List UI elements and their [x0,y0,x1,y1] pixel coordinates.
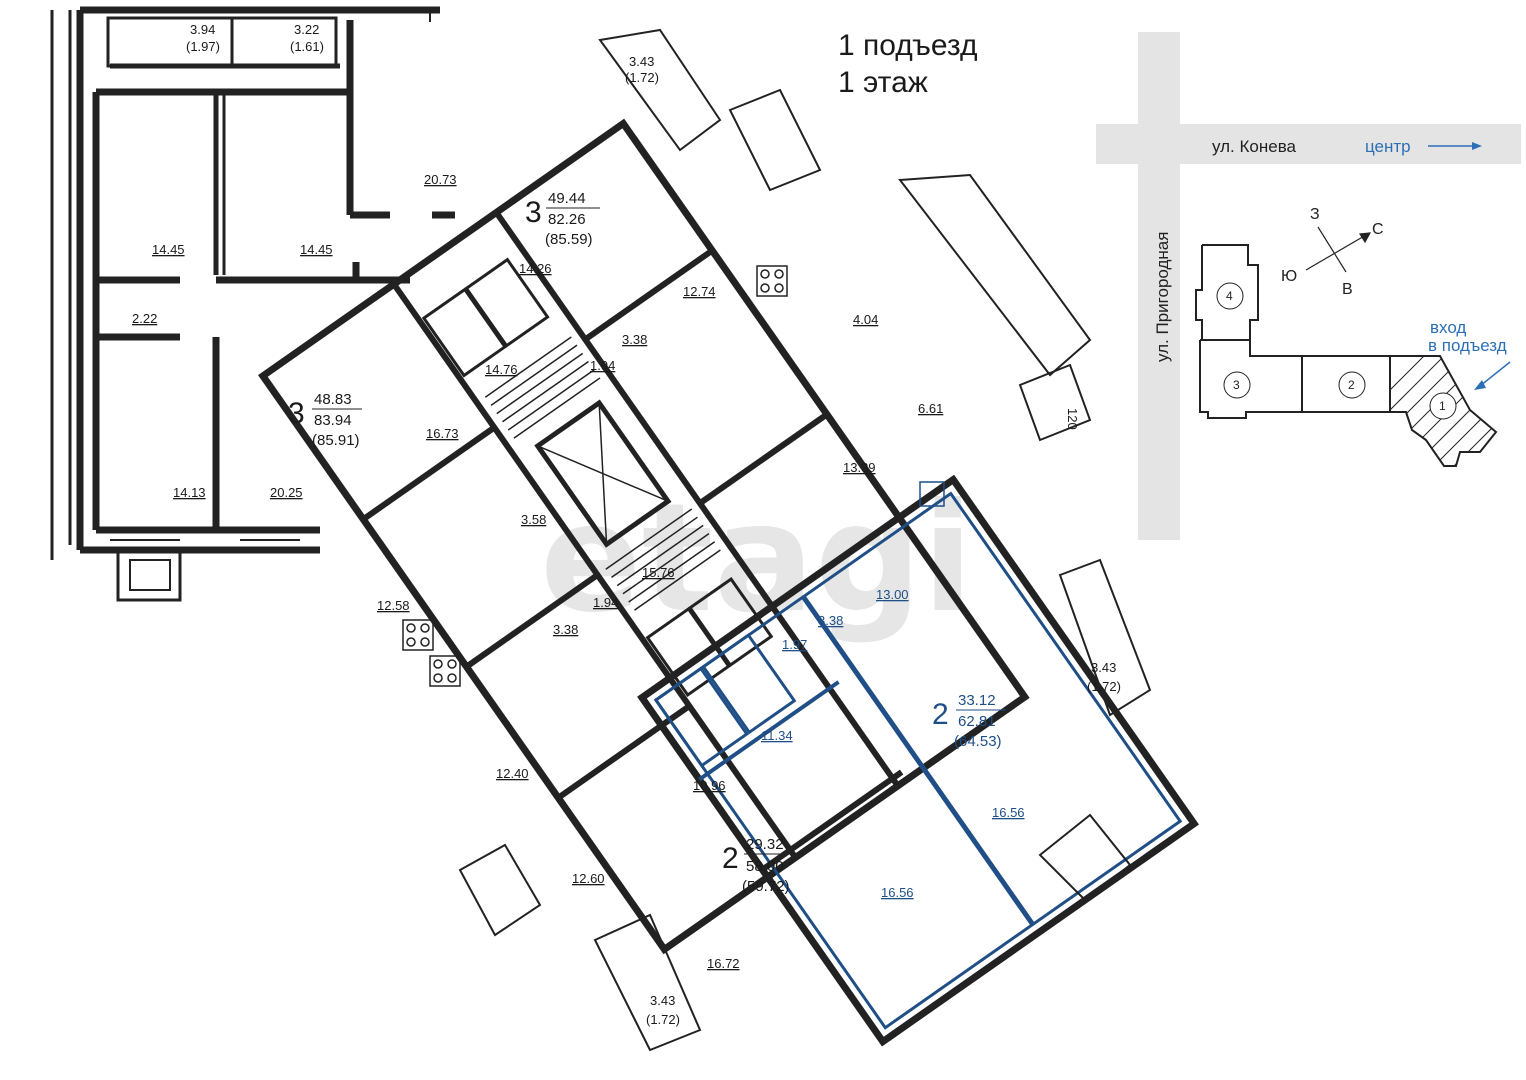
apartment-total-balcony: (85.91) [312,432,360,449]
room-area: 1.97 [782,637,807,652]
compass-west: З [1310,206,1320,223]
room-area: 20.25 [270,485,303,500]
room-area: 3.38 [818,613,843,628]
room-area: 16.56 [992,805,1025,820]
room-area: 3.43 [1091,660,1116,675]
section-number: 1 [1439,399,1446,413]
apartment-living: 33.12 [958,692,996,709]
room-area: 3.43 [650,993,675,1008]
room-area: 16.72 [707,956,740,971]
section-number: 3 [1233,378,1240,392]
room-area: 3.38 [622,332,647,347]
direction-center: центр [1365,137,1411,156]
compass-rose [1305,226,1372,273]
room-area: 14.13 [173,485,206,500]
room-area: 10.96 [693,778,726,793]
room-area: (1.72) [646,1012,680,1027]
room-area: 1.94 [590,358,615,373]
balconies [458,28,1152,1052]
room-labels: 3.94 (1.97) 3.22 (1.61) 3.43 (1.72) 3.43… [132,22,1121,1027]
walls [50,6,455,602]
apartment-total-balcony: (59.72) [742,878,790,895]
apartment-rooms: 3 [288,397,305,430]
entry-label-line1: вход [1430,318,1466,337]
entry-label-line2: в подъезд [1428,336,1507,355]
room-area: (1.72) [1087,679,1121,694]
room-area: 3.22 [294,22,319,37]
room-area: 3.38 [553,622,578,637]
section-number: 2 [1348,378,1355,392]
apartment-total: 82.26 [548,211,586,228]
room-area: 13.39 [843,460,876,475]
room-area: 16.73 [426,426,459,441]
right-wing [637,474,1199,1047]
room-area: 1.94 [593,595,618,610]
room-area: 12.40 [496,766,529,781]
compass-north: С [1372,221,1384,238]
room-area: 3.43 [629,54,654,69]
apartment-living: 48.83 [314,391,352,408]
compass-east: В [1342,281,1353,298]
apartment-total-balcony: (64.53) [954,733,1002,750]
room-area: 14.26 [519,261,552,276]
room-area: (1.61) [290,39,324,54]
apartment-total: 58.00 [746,858,784,875]
rotated-wing [257,118,1030,955]
compass-south: Ю [1281,268,1297,285]
entrance-title: 1 подъезд [838,29,978,62]
room-area: 14.45 [300,242,333,257]
room-area: 3.94 [190,22,215,37]
apartment-3-top: 3 49.44 82.26 (85.59) [525,190,600,248]
stove-icons [402,265,945,687]
apartment-total: 83.94 [314,412,352,429]
apartment-rooms: 2 [932,698,949,731]
room-area: (1.72) [625,70,659,85]
location-map: ул. Конева центр ул. Пригородная З С Ю В [1096,32,1521,540]
apartment-rooms: 3 [525,196,542,229]
room-area: 12.74 [683,284,716,299]
section-number: 4 [1226,289,1233,303]
floor-title: 1 этаж [838,66,928,99]
apartment-total-balcony: (85.59) [545,231,593,248]
room-area: 6.61 [918,401,943,416]
apartment-2-bottom: 2 29.32 58.00 (59.72) [722,836,795,895]
apartment-living: 49.44 [548,190,586,207]
apartment-rooms: 2 [722,842,739,875]
room-area: 14.76 [485,362,518,377]
apartment-3-left: 3 48.83 83.94 (85.91) [288,391,362,449]
street-konev: ул. Конева [1212,137,1297,156]
room-area: 15.76 [642,565,675,580]
room-area: 14.45 [152,242,185,257]
street-prigorodnaya: ул. Пригородная [1153,232,1172,362]
room-area: 12.60 [572,871,605,886]
apartment-2-right: 2 33.12 62.81 (64.53) [932,692,1006,750]
room-area: (1.97) [186,39,220,54]
room-area: 16.56 [881,885,914,900]
apartment-living: 29.32 [746,836,784,853]
apartment-total: 62.81 [958,713,996,730]
room-area: 4.04 [853,312,878,327]
room-area: 3.58 [521,512,546,527]
room-area: 11.34 [761,728,793,743]
room-area: 20.73 [424,172,457,187]
dimension-label: 120 [1065,408,1080,430]
room-area: 13.00 [876,587,909,602]
room-area: 2.22 [132,311,157,326]
room-area: 12.58 [377,598,410,613]
